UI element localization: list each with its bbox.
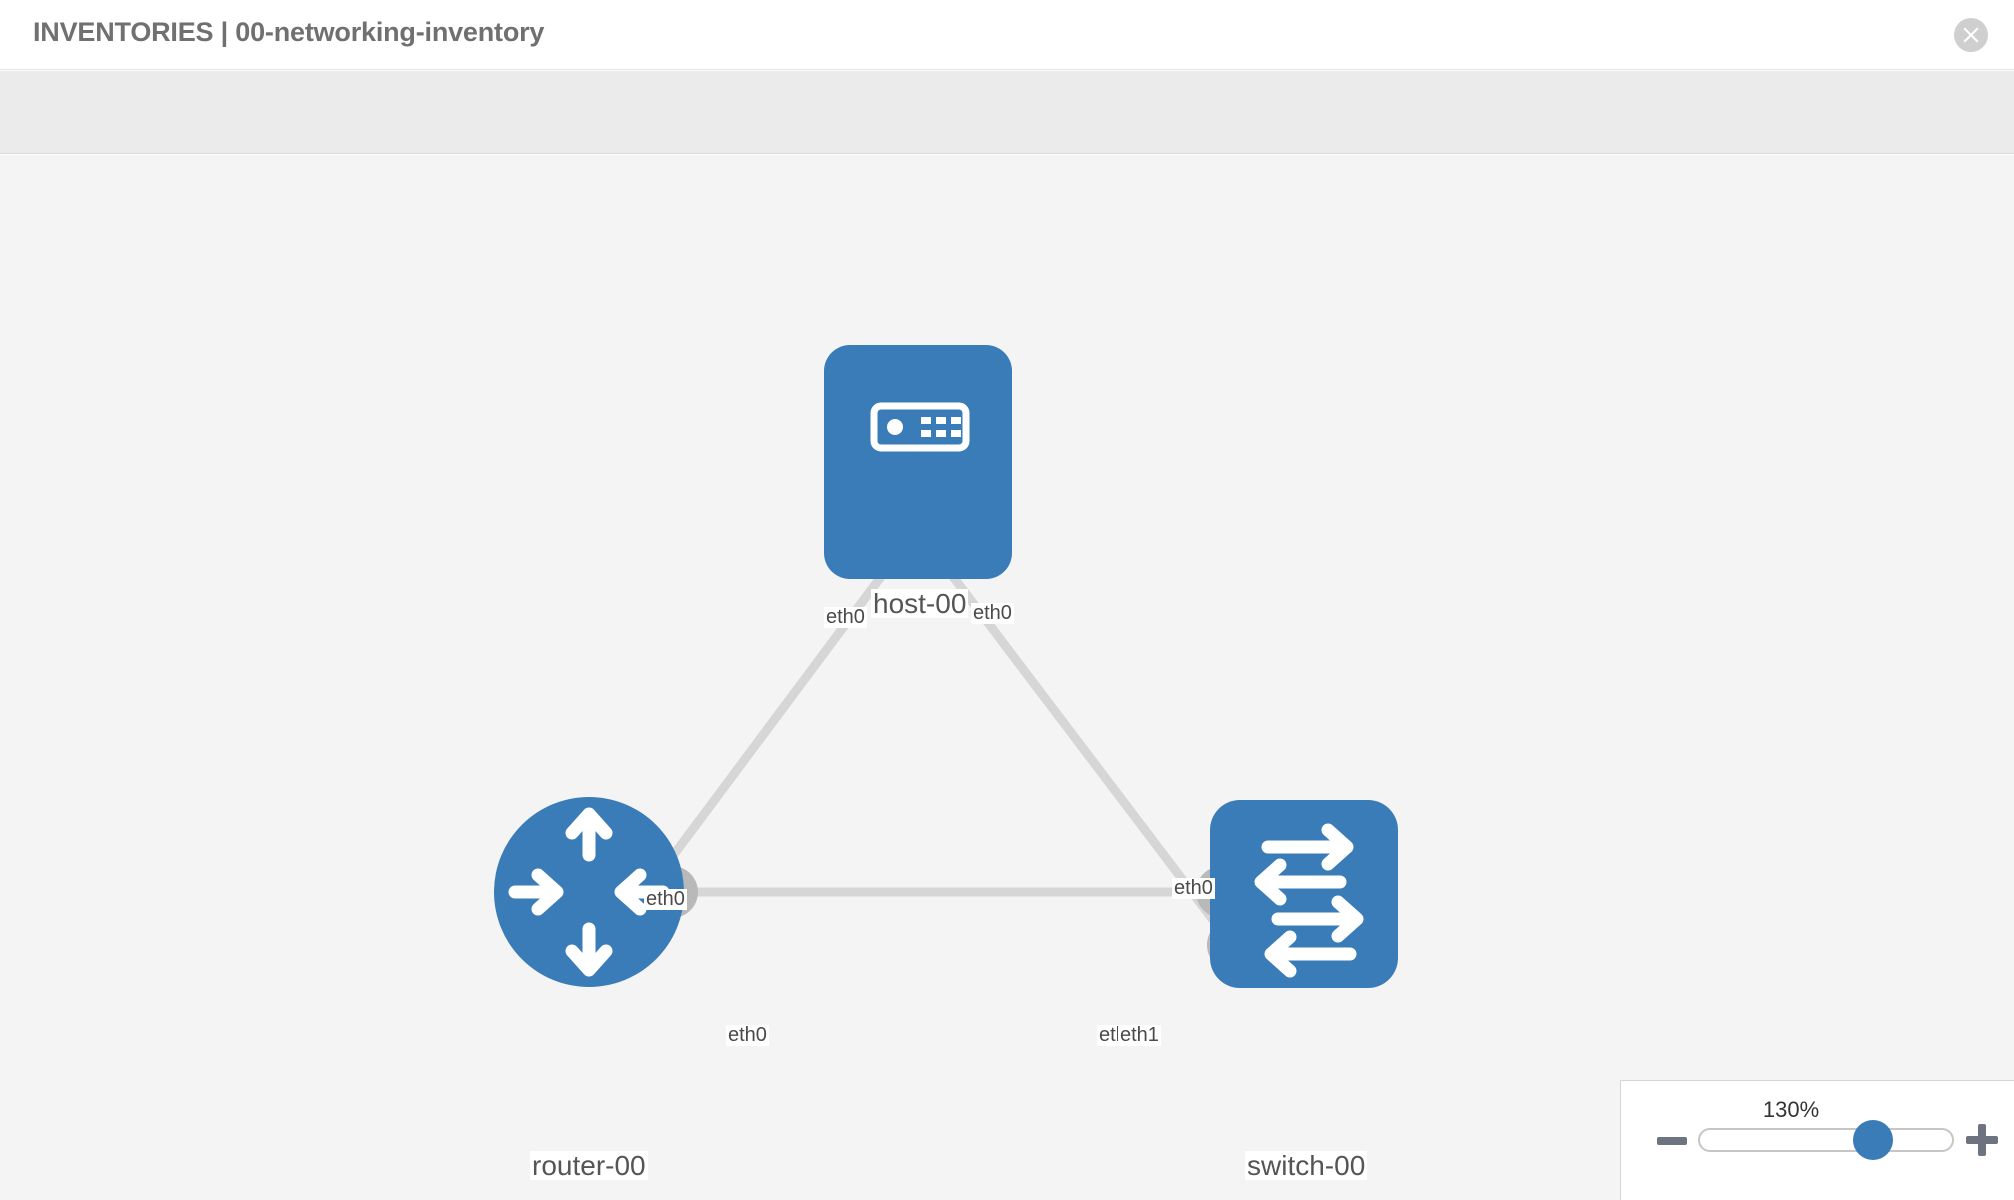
page-title: INVENTORIES | 00-networking-inventory (33, 17, 545, 47)
interface-label: eth0 (726, 1024, 769, 1046)
interface-label: eth1 (1118, 1024, 1161, 1046)
interface-label: eth0 (971, 602, 1014, 624)
topology-node-router-00 (494, 797, 684, 987)
node-label-host: host-00 (871, 588, 969, 619)
zoom-slider-track[interactable] (1698, 1128, 1954, 1152)
node-label-switch: switch-00 (1245, 1150, 1368, 1181)
router-arrows-icon (508, 807, 670, 977)
page-header: INVENTORIES | 00-networking-inventory (0, 0, 2014, 70)
zoom-in-button[interactable] (1966, 1124, 1998, 1156)
interface-label: eth0 (1172, 877, 1215, 899)
toolbar: ACTIONS SEARCH (0, 71, 2014, 213)
topology-node-host-00 (824, 345, 1012, 579)
zoom-out-button[interactable] (1657, 1137, 1687, 1145)
topology-edges (636, 567, 1236, 948)
topology-canvas[interactable]: host-00 router-00 switch-00 eth0 eth0 et… (0, 155, 2014, 1200)
zoom-level-value: 130% (1762, 1097, 1820, 1122)
zoom-slider-thumb[interactable] (1853, 1120, 1893, 1160)
server-icon (870, 402, 970, 452)
interface-label: eth0 (644, 888, 687, 910)
switch-arrows-icon (1254, 823, 1364, 978)
interface-label: eth0 (824, 606, 867, 628)
topology-node-switch-00 (1210, 800, 1398, 988)
close-icon[interactable] (1954, 18, 1988, 52)
zoom-control-panel: 130% (1620, 1080, 2014, 1200)
node-label-router: router-00 (530, 1150, 648, 1181)
